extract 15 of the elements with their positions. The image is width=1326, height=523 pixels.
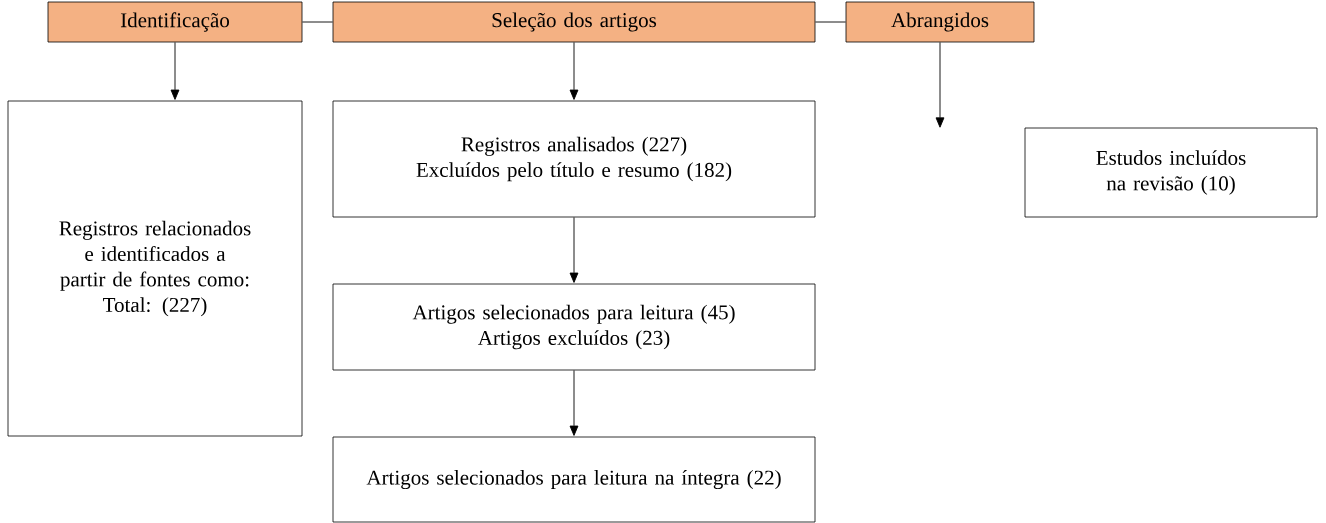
process-box: Registros analisados (227) Excluídos pelo título e resumo (182): [332, 100, 816, 218]
arrow: [935, 41, 945, 128]
arrow: [569, 369, 579, 436]
stage-header-box: Abrangidos: [845, 1, 1035, 43]
arrow: [170, 41, 180, 100]
stage-header-box: Identificação: [47, 1, 303, 43]
process-box: Artigos selecionados para leitura na íntegra (22): [332, 436, 816, 523]
connector-line: [814, 21, 847, 23]
process-box: Estudos incluídos na revisão (10): [1024, 127, 1318, 218]
arrow: [569, 41, 579, 100]
arrow: [569, 216, 579, 283]
connector-line: [301, 21, 334, 23]
stage-header-box: Seleção dos artigos: [332, 1, 816, 43]
process-box: Registros relacionados e identificados a partir de fontes como: Total: (227): [7, 100, 303, 437]
process-box: Artigos selecionados para leitura (45) Artigos excluídos (23): [332, 283, 816, 371]
